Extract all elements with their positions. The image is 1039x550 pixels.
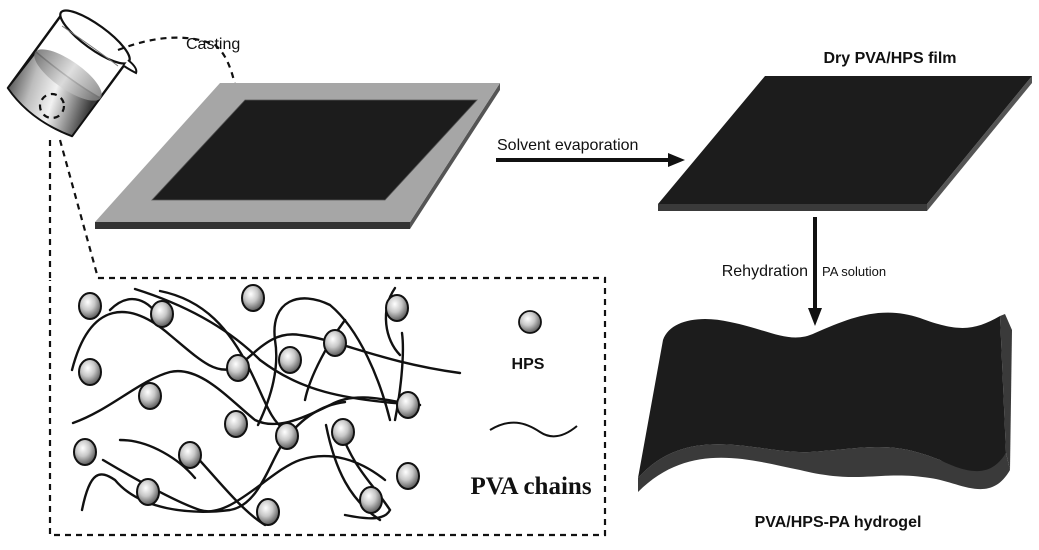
pva-legend-label: PVA chains	[470, 473, 591, 500]
hps-sphere-icon	[385, 294, 409, 322]
hydrogel-label: PVA/HPS-PA hydrogel	[755, 514, 922, 531]
hps-legend-label: HPS	[512, 356, 545, 373]
pa-solution-label: PA solution	[822, 264, 886, 279]
hps-particles	[73, 284, 420, 526]
hps-sphere-icon	[226, 354, 250, 382]
hps-sphere-icon	[178, 441, 202, 469]
hps-sphere-icon	[138, 382, 162, 410]
casting-tray	[95, 83, 500, 229]
hps-sphere-icon	[323, 329, 347, 357]
solvent-evaporation-label: Solvent evaporation	[497, 137, 638, 154]
cast-solution	[151, 99, 478, 201]
hps-sphere-icon	[331, 418, 355, 446]
solvent-evaporation-arrowhead-icon	[668, 153, 685, 167]
rehydration-arrowhead-icon	[808, 308, 822, 326]
pva-legend-wavy-line-icon	[489, 421, 578, 438]
hps-sphere-icon	[275, 422, 299, 450]
hps-sphere-icon	[256, 498, 280, 526]
hps-sphere-icon	[396, 391, 420, 419]
hps-sphere-icon	[396, 462, 420, 490]
hps-sphere-icon	[278, 346, 302, 374]
hps-sphere-icon	[224, 410, 248, 438]
magnify-circle	[38, 92, 66, 120]
beaker-icon	[6, 9, 138, 138]
hps-sphere-icon	[78, 358, 102, 386]
hps-sphere-icon	[78, 292, 102, 320]
rehydration-label: Rehydration	[722, 263, 808, 280]
dry-film-label: Dry PVA/HPS film	[823, 50, 956, 67]
hps-sphere-icon	[359, 486, 383, 514]
hps-sphere-icon	[136, 478, 160, 506]
hps-sphere-icon	[73, 438, 97, 466]
dry-film	[658, 76, 1032, 211]
hps-sphere-icon	[150, 300, 174, 328]
hydrogel-film	[638, 312, 1012, 492]
casting-label: Casting	[186, 36, 240, 53]
legend: HPS PVA chains	[470, 310, 592, 500]
hps-sphere-icon	[241, 284, 265, 312]
inset-box	[48, 276, 607, 537]
zoom-guide-line-right	[58, 139, 100, 279]
hps-legend-sphere-icon	[518, 310, 542, 334]
